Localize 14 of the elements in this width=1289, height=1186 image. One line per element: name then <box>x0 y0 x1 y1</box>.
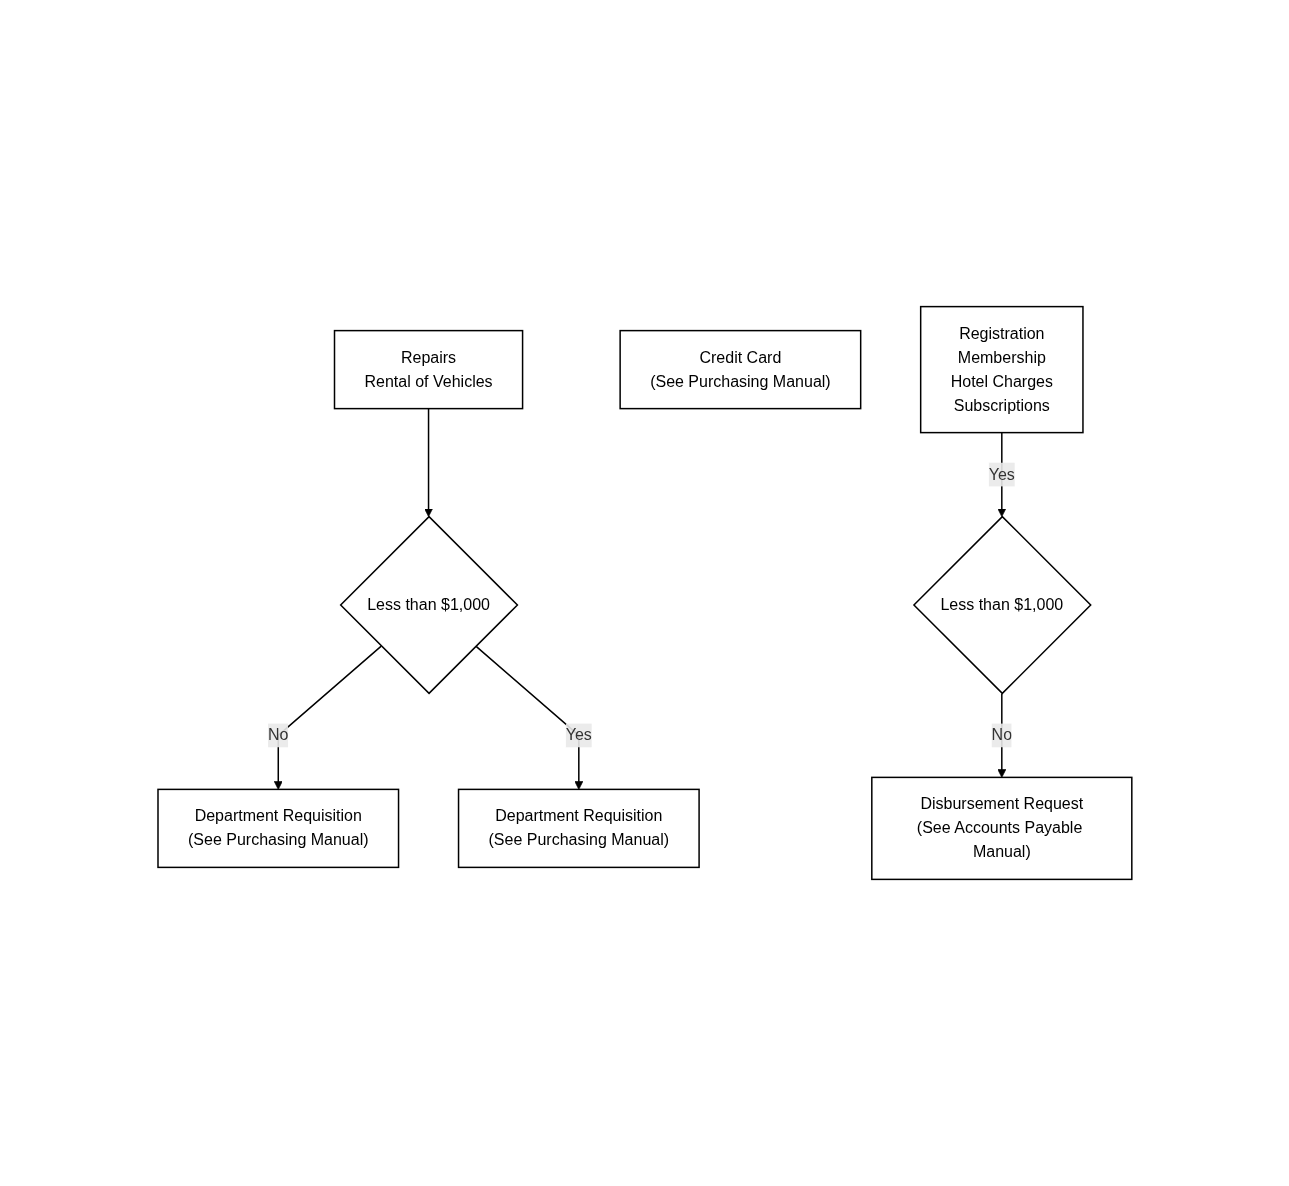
edge-label: Yes <box>565 726 592 744</box>
edge-label: Yes <box>988 465 1015 483</box>
arrow <box>423 407 433 517</box>
node-box: Repairs Rental of Vehicles <box>333 329 523 410</box>
node-diamond: Less than $1,000 <box>912 515 1092 695</box>
node-diamond: Less than $1,000 <box>339 515 519 695</box>
node-box: Department Requisition (See Purchasing Manual) <box>457 788 700 869</box>
node-box: Disbursement Request (See Accounts Payable Manual) <box>870 776 1133 881</box>
node-box: Department Requisition (See Purchasing Manual) <box>156 788 399 869</box>
edge-label: No <box>267 726 289 744</box>
node-box: Registration Membership Hotel Charges Subscriptions <box>919 305 1084 434</box>
arrow <box>273 645 382 790</box>
edge-label: No <box>991 726 1012 744</box>
node-box: Credit Card (See Purchasing Manual) <box>618 329 861 410</box>
